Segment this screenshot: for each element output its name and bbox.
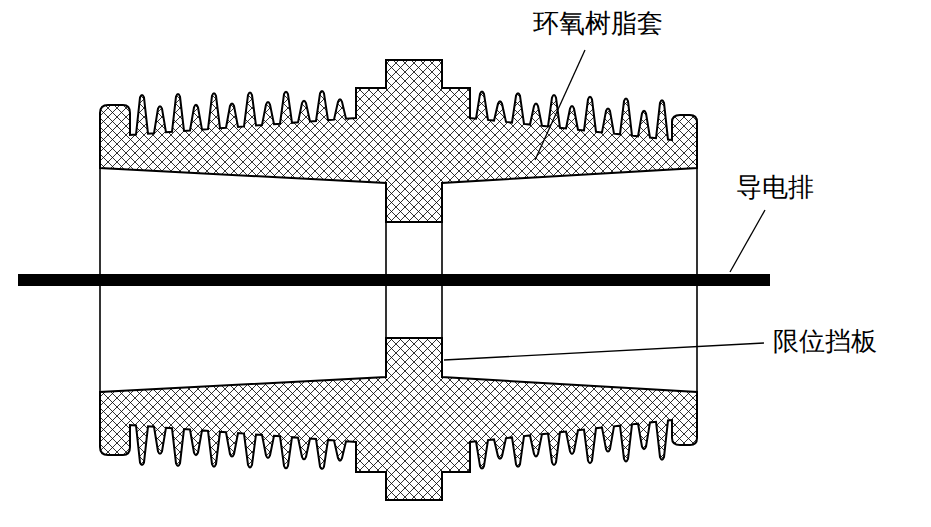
leader-line [444,343,764,360]
leader-line [730,210,765,272]
part-label: 导电排 [733,172,817,203]
leader-line [535,50,585,160]
conductor-bar [18,274,770,286]
part-label: 环氧树脂套 [530,8,666,39]
sleeve-upper-half [100,60,697,222]
sleeve-lower-half [100,338,697,500]
part-label: 限位挡板 [770,326,880,357]
